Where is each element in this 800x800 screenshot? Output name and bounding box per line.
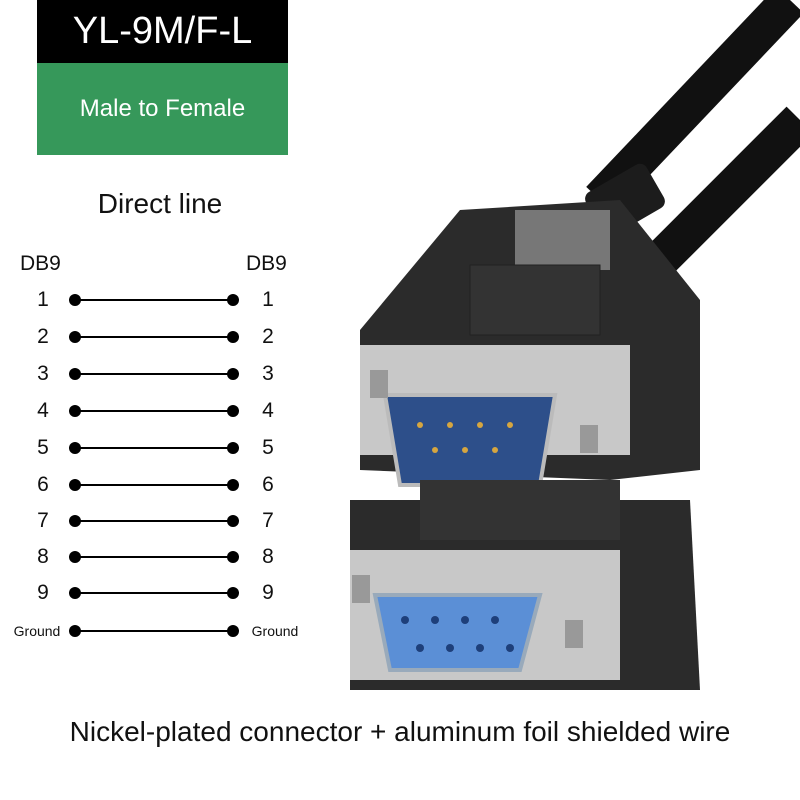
left-pin-label: Ground bbox=[13, 623, 61, 639]
pin-wire bbox=[75, 556, 233, 558]
pin-row: 4 4 bbox=[0, 399, 320, 423]
db9-cable-photo bbox=[350, 0, 800, 690]
right-pin-label: 9 bbox=[262, 581, 274, 604]
right-pin-dot bbox=[227, 331, 239, 343]
pin-wire bbox=[75, 592, 233, 594]
pin-wire bbox=[75, 447, 233, 449]
right-pin-label: 5 bbox=[262, 436, 274, 459]
right-pin-label: 3 bbox=[262, 362, 274, 385]
right-pin-dot bbox=[227, 587, 239, 599]
right-pin-dot bbox=[227, 294, 239, 306]
pin-row: 2 2 bbox=[0, 325, 320, 349]
right-pin-label: 8 bbox=[262, 545, 274, 568]
pin-wire bbox=[75, 630, 233, 632]
right-pin-dot bbox=[227, 551, 239, 563]
right-header: DB9 bbox=[246, 252, 287, 275]
male-connector-icon bbox=[360, 200, 700, 487]
pin-wire bbox=[75, 410, 233, 412]
pin-wire bbox=[75, 336, 233, 338]
right-pin-label: Ground bbox=[251, 623, 299, 639]
pin-row: Ground Ground bbox=[0, 619, 320, 643]
pin-row: 7 7 bbox=[0, 509, 320, 533]
left-pin-label: 4 bbox=[37, 399, 49, 422]
type-label: Male to Female bbox=[37, 63, 288, 155]
left-header: DB9 bbox=[20, 252, 61, 275]
female-connector-icon bbox=[350, 480, 700, 690]
left-pin-label: 7 bbox=[37, 509, 49, 532]
right-pin-label: 2 bbox=[262, 325, 274, 348]
right-pin-dot bbox=[227, 515, 239, 527]
pin-row: 5 5 bbox=[0, 436, 320, 460]
left-pin-label: 6 bbox=[37, 473, 49, 496]
cable-icon bbox=[586, 0, 800, 274]
right-pin-label: 1 bbox=[262, 288, 274, 311]
left-pin-label: 1 bbox=[37, 288, 49, 311]
left-pin-label: 8 bbox=[37, 545, 49, 568]
pin-row: 1 1 bbox=[0, 288, 320, 312]
pin-wire bbox=[75, 520, 233, 522]
pin-wire bbox=[75, 373, 233, 375]
model-label: YL-9M/F-L bbox=[37, 0, 288, 63]
left-pin-label: 9 bbox=[37, 581, 49, 604]
right-pin-dot bbox=[227, 442, 239, 454]
left-pin-label: 5 bbox=[37, 436, 49, 459]
diagram-title: Direct line bbox=[97, 188, 223, 219]
right-pin-label: 7 bbox=[262, 509, 274, 532]
pin-wire bbox=[75, 299, 233, 301]
right-pin-label: 6 bbox=[262, 473, 274, 496]
right-pin-dot bbox=[227, 625, 239, 637]
footer-caption: Nickel-plated connector + aluminum foil … bbox=[69, 716, 731, 747]
right-pin-dot bbox=[227, 368, 239, 380]
right-pin-dot bbox=[227, 479, 239, 491]
pin-wire bbox=[75, 484, 233, 486]
pin-row: 9 9 bbox=[0, 581, 320, 605]
right-pin-dot bbox=[227, 405, 239, 417]
pin-row: 8 8 bbox=[0, 545, 320, 569]
pin-row: 3 3 bbox=[0, 362, 320, 386]
left-pin-label: 2 bbox=[37, 325, 49, 348]
left-pin-label: 3 bbox=[37, 362, 49, 385]
right-pin-label: 4 bbox=[262, 399, 274, 422]
pin-row: 6 6 bbox=[0, 473, 320, 497]
